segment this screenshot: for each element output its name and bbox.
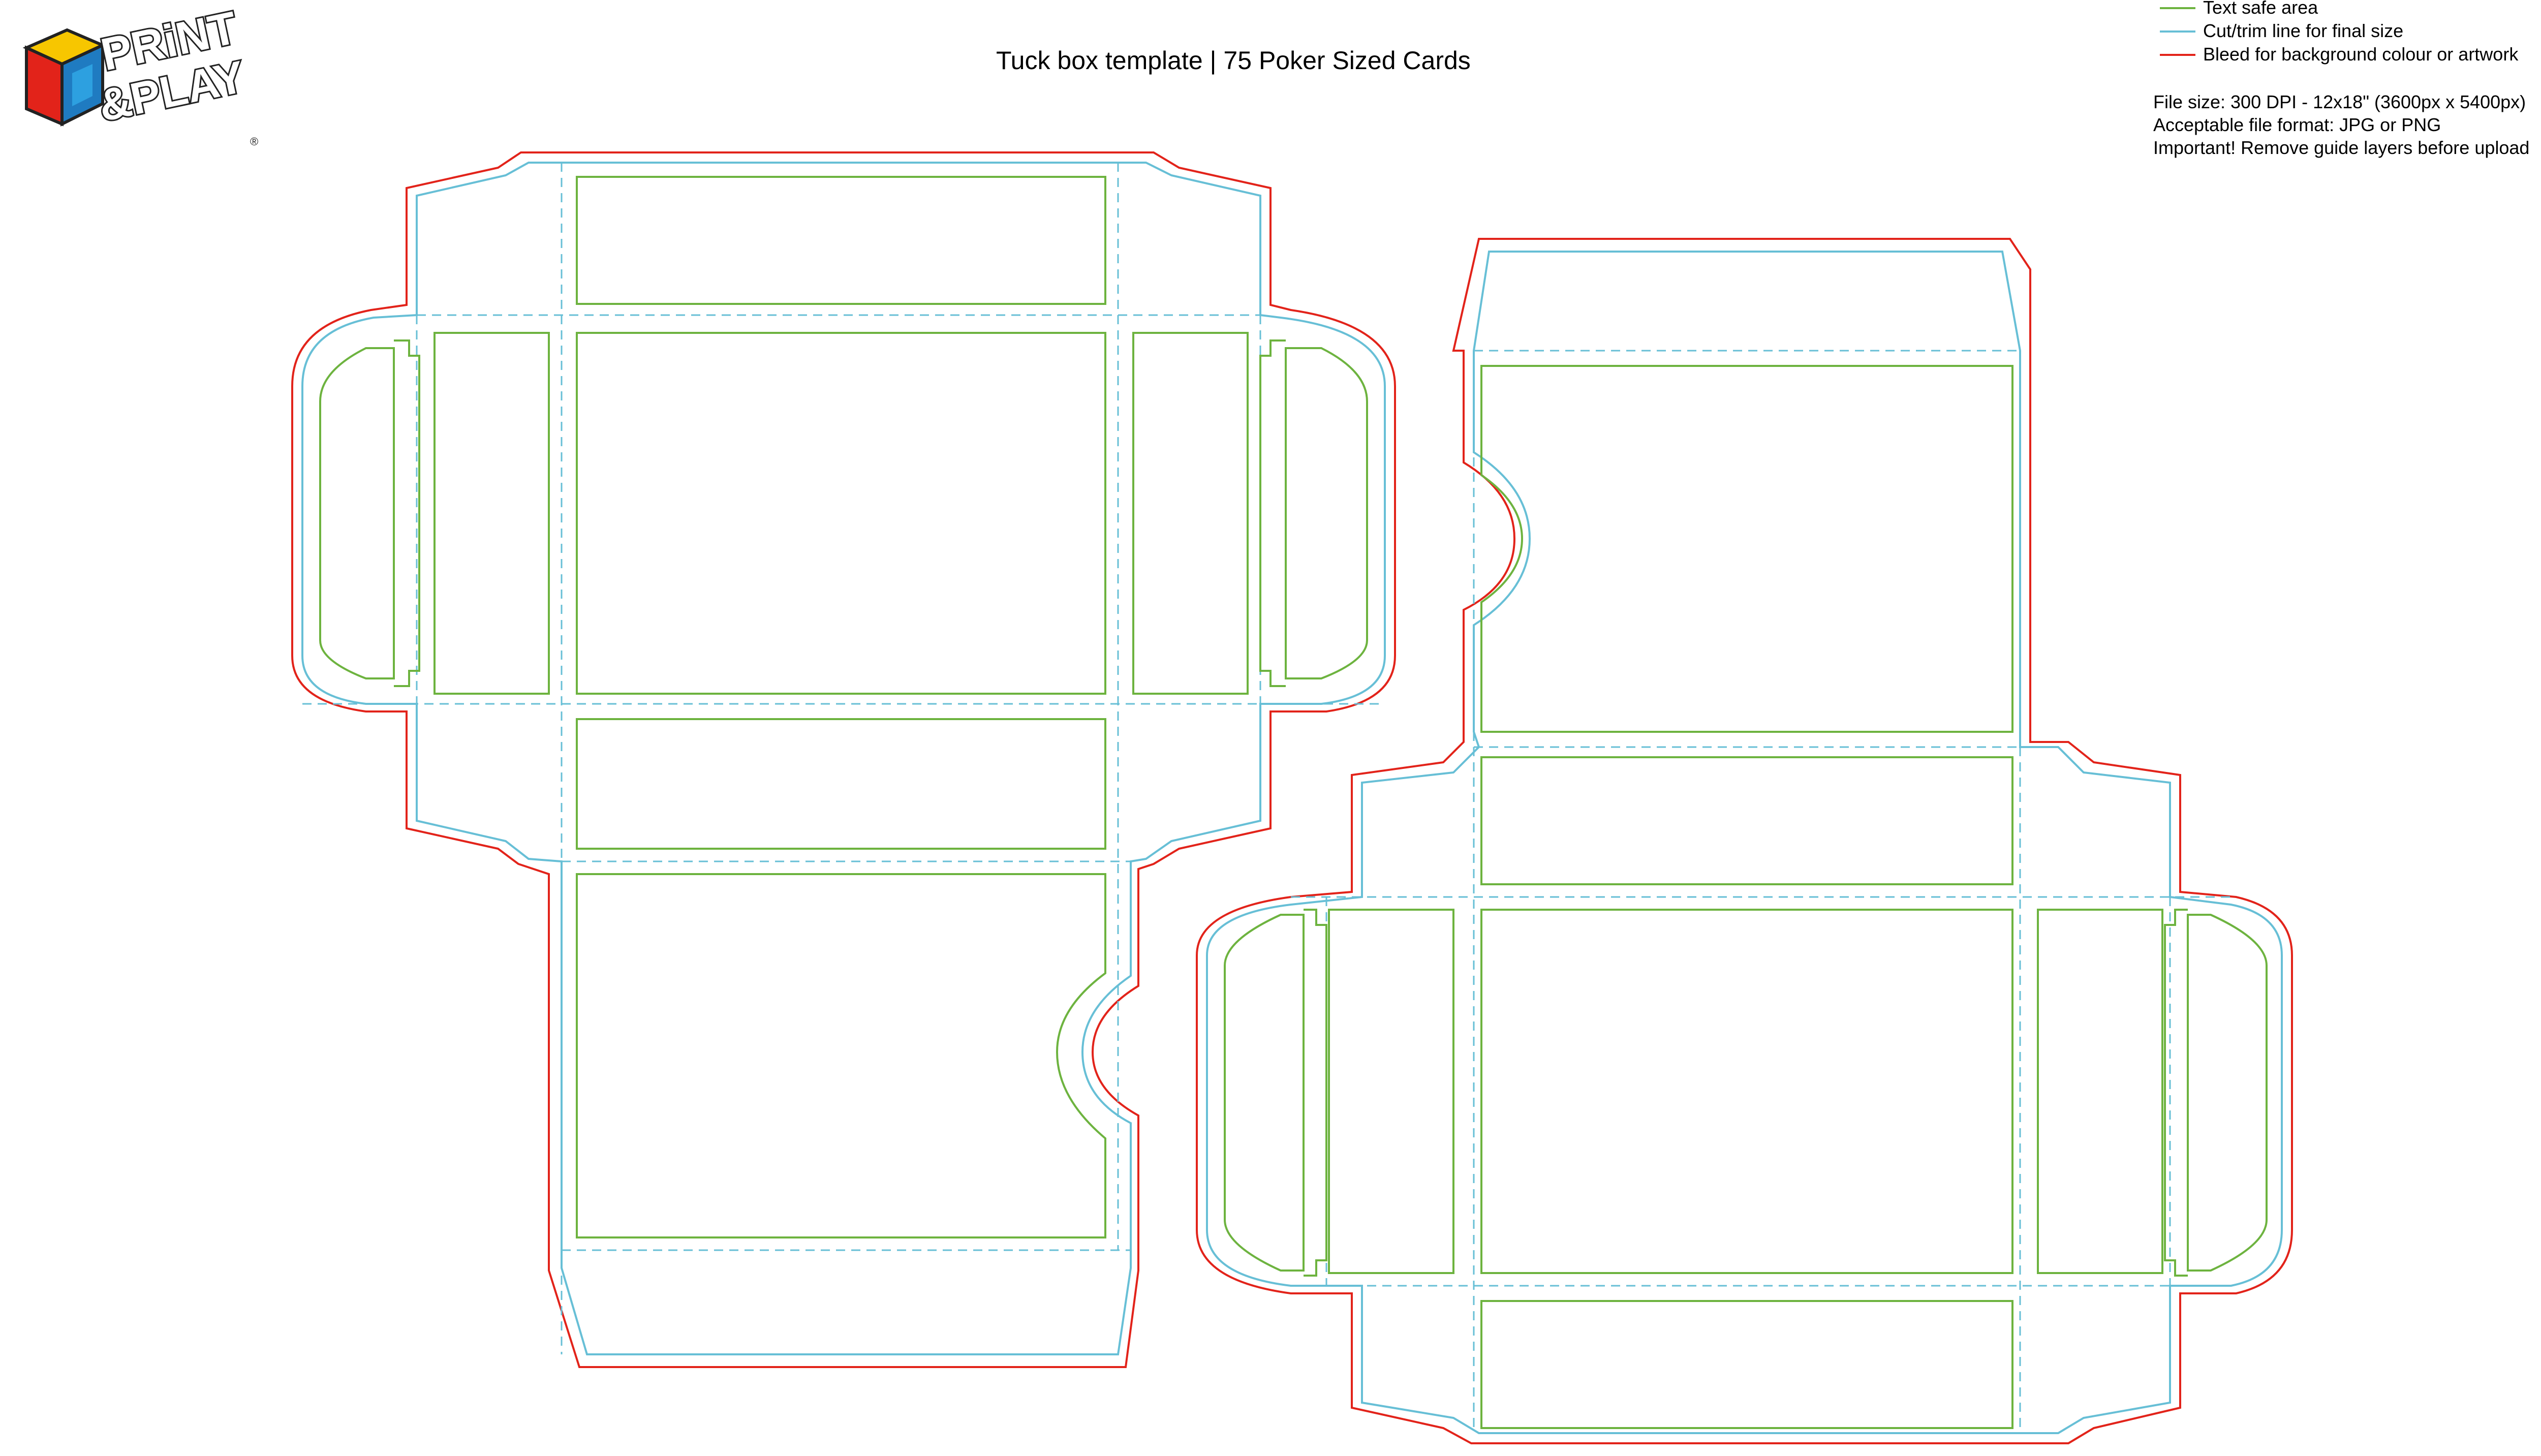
left-cut-outline — [301, 162, 1386, 1355]
right-safe-back — [1480, 365, 2013, 733]
logo-registered-mark: ® — [250, 135, 258, 148]
right-cut-outline — [1206, 251, 2283, 1434]
left-tuck-box — [291, 151, 1396, 1368]
note-file-format: Acceptable file format: JPG or PNG — [2153, 114, 2441, 135]
legend-swatch-bleed — [2160, 54, 2195, 56]
note-important: Important! Remove guide layers before up… — [2153, 137, 2530, 158]
left-safe-side-left — [433, 332, 550, 695]
left-bleed-outline — [291, 151, 1396, 1368]
right-bleed-outline — [1196, 238, 2293, 1444]
legend-swatch-cut — [2160, 30, 2195, 33]
left-safe-dust-flap-right — [1285, 347, 1368, 679]
legend-label-bleed: Bleed for background colour or artwork — [2203, 44, 2519, 65]
legend-label-cut: Cut/trim line for final size — [2203, 20, 2404, 41]
right-safe-bottom-flap — [1480, 1300, 2013, 1429]
right-safe-side-right — [2037, 909, 2163, 1274]
legend-label-safe: Text safe area — [2203, 0, 2318, 18]
left-safe-side-right — [1132, 332, 1249, 695]
left-notch-right — [1259, 339, 1286, 687]
left-safe-top-flap — [576, 176, 1106, 305]
legend-swatch-safe — [2160, 7, 2195, 9]
right-notch-left — [1304, 909, 1327, 1277]
left-safe-areas — [319, 176, 1368, 1238]
left-safe-bottom-band — [576, 718, 1106, 850]
right-safe-front — [1480, 909, 2013, 1274]
right-fold-lines — [1291, 350, 2231, 1433]
right-safe-areas — [1224, 365, 2268, 1429]
right-safe-dust-flap-left — [1224, 914, 1305, 1272]
note-file-size: File size: 300 DPI - 12x18" (3600px x 54… — [2153, 91, 2526, 112]
right-safe-dust-flap-right — [2187, 914, 2268, 1272]
left-safe-dust-flap-left — [319, 347, 395, 679]
left-safe-back — [576, 873, 1106, 1238]
right-safe-side-left — [1328, 909, 1454, 1274]
left-safe-front — [576, 332, 1106, 695]
left-fold-lines — [302, 163, 1385, 1354]
right-tuck-box — [1196, 238, 2293, 1444]
file-notes: File size: 300 DPI - 12x18" (3600px x 54… — [2153, 90, 2529, 159]
line-legend: Text safe area Cut/trim line for final s… — [2160, 0, 2541, 65]
page-title: Tuck box template | 75 Poker Sized Cards — [996, 46, 1471, 75]
left-notch-left — [394, 339, 420, 687]
print-and-play-logo: PRiNT &PLAY ® — [22, 7, 258, 148]
right-safe-top-band — [1480, 756, 2013, 885]
right-notch-right — [2164, 909, 2188, 1277]
logo-cube-inner — [72, 64, 92, 106]
